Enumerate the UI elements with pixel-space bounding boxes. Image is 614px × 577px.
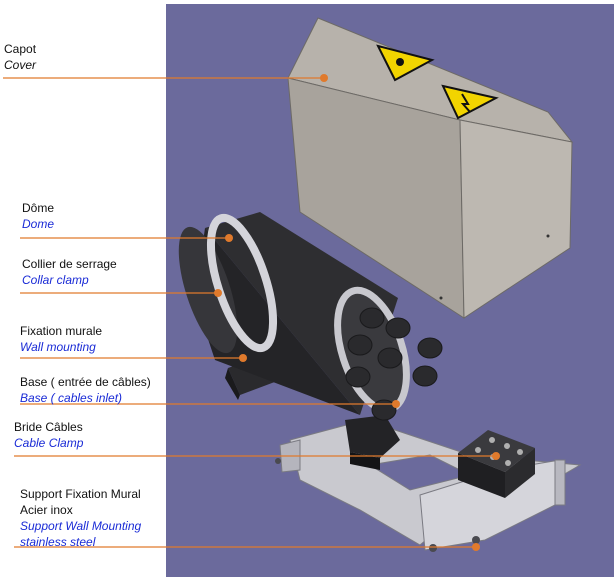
label-collar-fr: Collier de serrage [22, 257, 117, 271]
leader-dot-base [392, 400, 400, 408]
label-base-en: Base ( cables inlet) [20, 391, 123, 405]
label-collar: Collier de serrage Collar clamp [22, 256, 117, 288]
label-base: Base ( entrée de câbles) Base ( cables i… [20, 374, 151, 406]
cable-clamp-block [458, 430, 535, 498]
laser-warning-icon [376, 44, 435, 82]
label-dome-fr: Dôme [22, 201, 55, 215]
label-collar-en: Collar clamp [22, 273, 89, 287]
label-wall: Fixation murale Wall mounting [20, 323, 102, 355]
leader-dot-clamp [492, 452, 500, 460]
label-support: Support Fixation Mural Acier inox Suppor… [20, 486, 141, 550]
leader-dot-cover [320, 74, 328, 82]
label-cover-en: Cover [4, 58, 37, 72]
dome-cylinder [178, 212, 443, 421]
label-wall-en: Wall mounting [20, 340, 96, 354]
label-clamp: Bride Câbles Cable Clamp [14, 419, 83, 451]
label-clamp-fr: Bride Câbles [14, 420, 83, 434]
leader-dot-dome [225, 234, 233, 242]
label-support-en1: Support Wall Mounting [20, 519, 142, 533]
label-wall-fr: Fixation murale [20, 324, 103, 338]
label-support-en2: stainless steel [20, 535, 96, 549]
label-clamp-en: Cable Clamp [14, 436, 84, 450]
label-cover: Capot Cover [4, 41, 36, 73]
label-base-fr: Base ( entrée de câbles) [20, 375, 151, 389]
label-support-fr1: Support Fixation Mural [20, 487, 141, 501]
electric-warning-icon [441, 84, 499, 120]
cover-shell [287, 17, 574, 319]
leader-dot-wall [239, 354, 247, 362]
leader-dot-support [472, 543, 480, 551]
label-dome: Dôme Dome [22, 200, 54, 232]
label-dome-en: Dome [22, 217, 55, 231]
label-cover-fr: Capot [4, 42, 37, 56]
leader-dot-collar [214, 289, 222, 297]
label-support-fr2: Acier inox [20, 503, 73, 517]
